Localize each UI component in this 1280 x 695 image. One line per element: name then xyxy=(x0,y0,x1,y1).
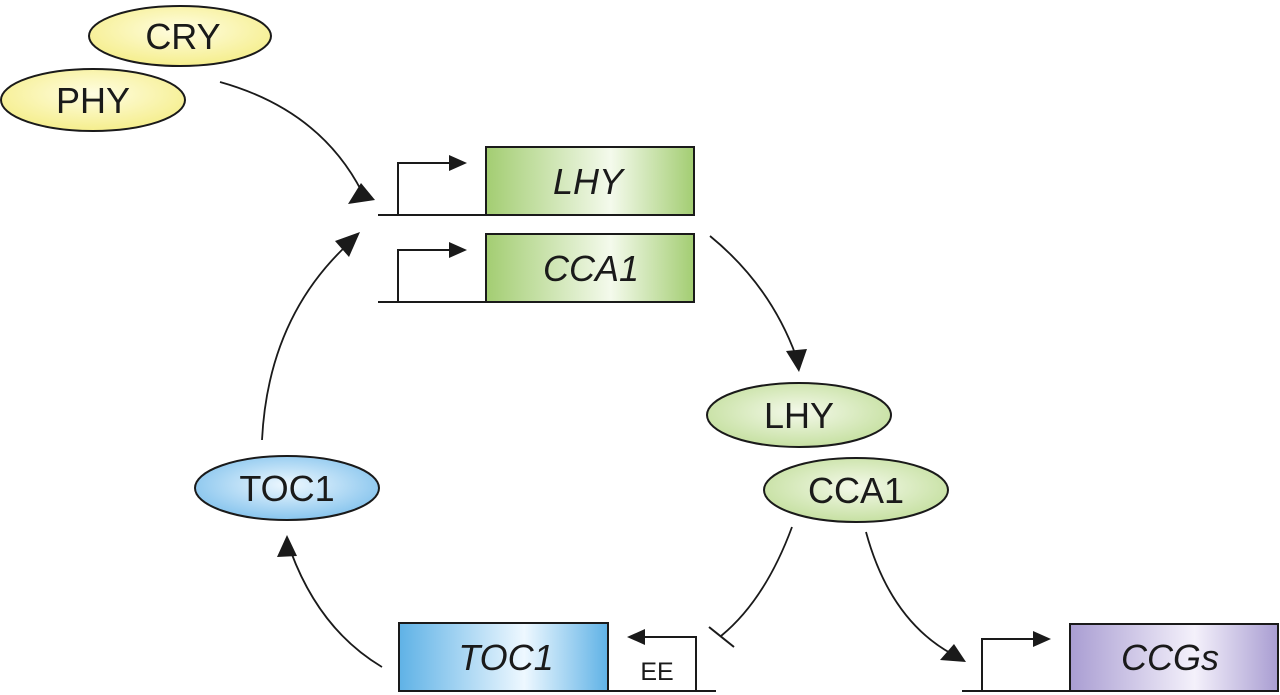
cca1-tss-arrowhead xyxy=(449,242,467,258)
phy-protein: PHY xyxy=(0,68,186,132)
cca1-gene-label: CCA1 xyxy=(543,248,639,289)
cry-label: CRY xyxy=(145,16,220,57)
translation-arrow xyxy=(709,235,807,372)
cca1-protein: CCA1 xyxy=(763,457,949,523)
ccgs-tss-arrowhead xyxy=(1033,631,1051,647)
toc1-repression-line xyxy=(708,526,793,648)
toc1-gene-label: TOC1 xyxy=(458,637,553,678)
toc1-feedback-arrow xyxy=(261,232,360,441)
lhy-gene-box xyxy=(485,146,695,216)
cca1-tss-arrow xyxy=(397,249,455,302)
toc1-protein: TOC1 xyxy=(194,455,380,521)
ccgs-gene-label: CCGs xyxy=(1121,637,1219,678)
ccgs-tss-arrow xyxy=(981,638,1039,691)
lhy-protein-label: LHY xyxy=(764,395,834,436)
toc1-protein-label: TOC1 xyxy=(239,468,334,509)
lhy-protein: LHY xyxy=(706,382,892,448)
cca1-protein-label: CCA1 xyxy=(808,470,904,511)
ccgs-activation-arrow xyxy=(865,531,966,662)
toc1-tss-arrow xyxy=(639,636,697,691)
lhy-gene: LHY xyxy=(378,146,695,216)
toc1-gene: TOC1 EE xyxy=(398,622,716,692)
toc1-gene-box xyxy=(398,622,609,692)
cca1-gene: CCA1 xyxy=(378,233,695,303)
phy-label: PHY xyxy=(56,80,130,121)
light-input-arrow xyxy=(219,81,375,204)
lhy-tss-arrow xyxy=(397,162,455,215)
ccgs-gene-box xyxy=(1069,623,1279,692)
cca1-gene-box xyxy=(485,233,695,303)
lhy-gene-label: LHY xyxy=(553,161,626,202)
ee-label: EE xyxy=(640,658,673,686)
cry-protein: CRY xyxy=(88,5,272,67)
toc1-translation-arrow xyxy=(277,535,383,668)
ccgs-gene: CCGs xyxy=(962,623,1279,692)
toc1-tss-arrowhead xyxy=(627,629,645,645)
lhy-tss-arrowhead xyxy=(449,155,467,171)
